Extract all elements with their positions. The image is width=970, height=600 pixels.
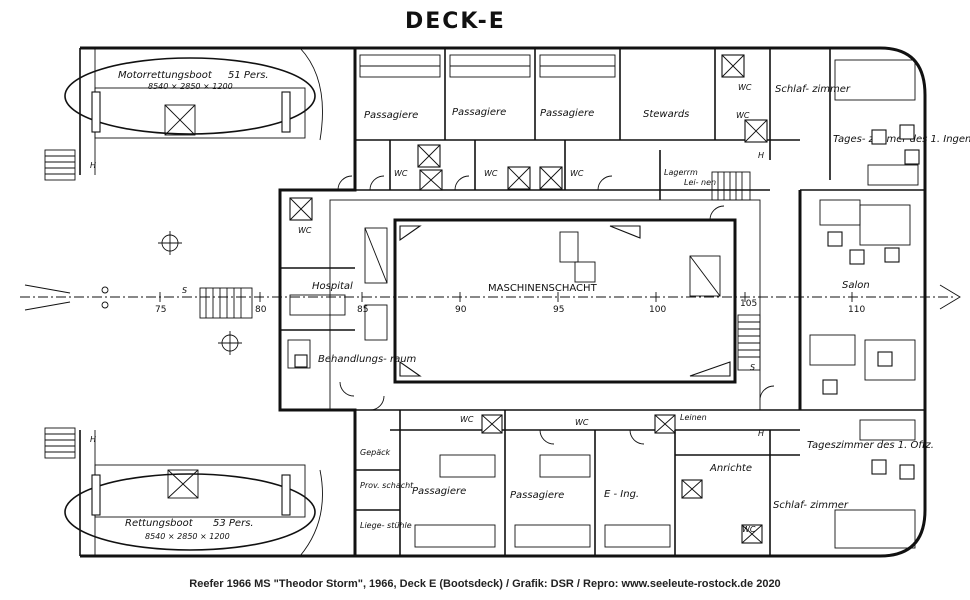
frame-100: 100: [649, 305, 666, 315]
furniture-bottom-right: [834, 419, 916, 549]
wc-1: WC: [394, 169, 408, 178]
lifeboat-top-dims: 8540 × 2850 × 1200: [148, 82, 233, 91]
deck-title: DECK-E: [405, 9, 506, 34]
lifeboat-top-name: Motorrettungsboot: [118, 70, 213, 81]
bow-line-a: [24, 284, 71, 294]
lifeboat-bottom-capacity: 53 Pers.: [213, 518, 254, 529]
frame-90: 90: [455, 305, 467, 315]
room-tageszimmer-offz: Tageszimmer des 1. Offz.: [807, 440, 934, 451]
room-schlafzimmer-top: Schlaf- zimmer: [775, 84, 851, 95]
room-leinen-bottom: Leinen: [680, 413, 707, 422]
room-passagiere-1: Passagiere: [364, 110, 418, 121]
superstructure-walls: [278, 48, 802, 556]
stair-right: [737, 314, 761, 371]
lifeboat-bottom-name: Rettungsboot: [125, 518, 194, 529]
bollard-bow: [101, 286, 109, 309]
wc-8: WC: [575, 418, 589, 427]
stair-top-left: [44, 149, 76, 181]
room-leinen-top: Lei- nen: [684, 178, 716, 187]
wc-3: WC: [570, 169, 584, 178]
frame-95: 95: [553, 305, 564, 315]
engine-shaft: [329, 199, 761, 411]
room-passagiere-4: Passagiere: [412, 486, 466, 497]
frame-110: 110: [848, 305, 865, 315]
furniture-top-right: [834, 59, 920, 186]
wc-6: WC: [298, 226, 312, 235]
marker-h-bottom: H: [90, 435, 96, 444]
image-caption: Reefer 1966 MS "Theodor Storm", 1966, De…: [189, 578, 781, 590]
cabins-bottom: [355, 410, 800, 556]
crosshair-top: [158, 231, 182, 255]
marker-s-right: S: [750, 363, 755, 372]
room-salon: Salon: [842, 280, 870, 291]
room-behandlungsraum: Behandlungs- raum: [318, 354, 417, 365]
davit-bottom: [299, 469, 323, 557]
cabins-top: [359, 48, 831, 190]
room-hospital: Hospital: [312, 281, 353, 292]
room-e-ing: E - Ing.: [604, 489, 639, 500]
room-lagerraum: Lagerrm: [664, 168, 698, 177]
room-schlafzimmer-bottom: Schlaf- zimmer: [773, 500, 849, 511]
deck-outline: [80, 46, 927, 558]
marker-h-right-bottom: H: [758, 429, 764, 438]
frame-75: 75: [155, 305, 166, 315]
marker-h-top: H: [90, 161, 96, 170]
hospital-furniture: [287, 294, 346, 369]
frame-105: 105: [740, 299, 757, 309]
room-passagiere-2: Passagiere: [452, 107, 506, 118]
stair-bottom-left: [44, 427, 76, 459]
stair-center-left: [199, 287, 253, 319]
room-passagiere-5: Passagiere: [510, 490, 564, 501]
maschinenschacht-label: MASCHINENSCHACHT: [488, 283, 598, 294]
crosshair-bottom: [218, 331, 242, 355]
frame-80: 80: [255, 305, 267, 315]
wc-2: WC: [484, 169, 498, 178]
wc-5: WC: [736, 111, 750, 120]
lifeboat-top: [64, 57, 316, 139]
room-stewards: Stewards: [643, 109, 689, 120]
room-gepaeck: Gepäck: [360, 448, 391, 457]
lifeboat-bottom-dims: 8540 × 2850 × 1200: [145, 532, 230, 541]
lifeboat-bottom: [64, 464, 316, 551]
stair-top-right: [711, 171, 751, 201]
marker-s-left: S: [182, 286, 187, 295]
frame-85: 85: [357, 305, 368, 315]
wc-4: WC: [738, 83, 752, 92]
bow-line-b: [24, 301, 71, 311]
room-provschacht: Prov. schacht: [360, 481, 414, 490]
door-swings: [337, 175, 775, 445]
room-anrichte: Anrichte: [709, 463, 752, 474]
stern-arrow: [939, 284, 961, 310]
room-passagiere-3: Passagiere: [540, 108, 594, 119]
wc-7: WC: [460, 415, 474, 424]
salon-furniture: [809, 199, 916, 395]
fixtures-top: [289, 54, 768, 544]
davit-top: [299, 47, 323, 141]
room-liegestuehle: Liege- stühle: [360, 521, 412, 530]
frame-ticks: [159, 292, 853, 302]
lifeboat-top-capacity: 51 Pers.: [228, 70, 269, 81]
marker-h-right-top: H: [758, 151, 764, 160]
wc-9: WC: [742, 525, 756, 534]
